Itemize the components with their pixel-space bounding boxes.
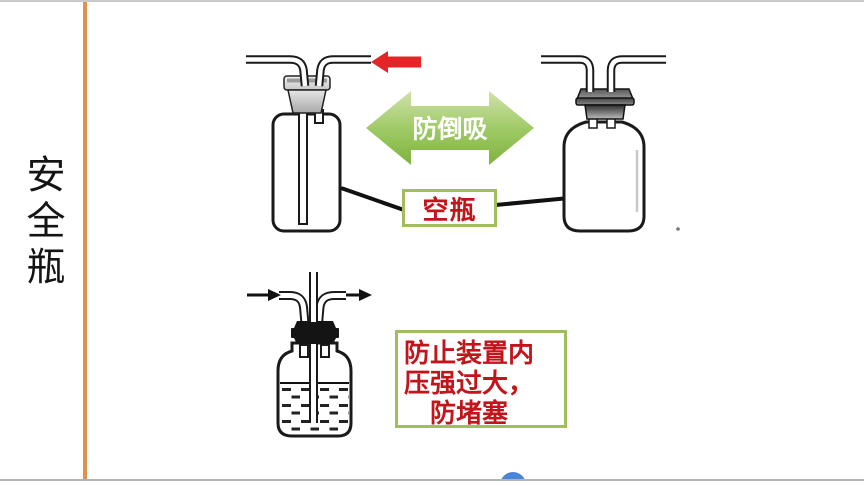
callout-connector-right [493, 196, 566, 207]
double-arrow-label: 防倒吸 [412, 115, 487, 144]
red-flow-arrow [371, 51, 421, 73]
note-line-1: 防止装置内 [404, 339, 535, 369]
note-line-2: 压强过大， [404, 369, 535, 399]
empty-bottle-callout: 空瓶 [402, 189, 497, 227]
double-arrow: 防倒吸 [366, 91, 534, 165]
callout-connector-left [340, 186, 406, 212]
bottle-body [562, 120, 646, 233]
stopper-plug [584, 104, 626, 120]
gas-tube-right-bore [316, 57, 371, 87]
stopper-body [287, 89, 327, 114]
inner-long-tube [298, 107, 308, 225]
flow-out-arrow [346, 289, 372, 301]
stopper-bar [291, 328, 339, 338]
gas-tube-left-outline [541, 55, 595, 92]
gas-tube-left-bore [541, 57, 593, 92]
double-arrow-shape [366, 91, 534, 165]
tube-stub-right [320, 344, 330, 358]
stopper-taper [294, 338, 336, 344]
note-box: 防止装置内 压强过大， 防堵塞 [395, 330, 567, 429]
blue-dot-wrap [500, 472, 527, 480]
blue-dot[interactable] [500, 472, 526, 480]
gas-tube-left-bore [246, 57, 308, 87]
gas-tube-right-bore [608, 57, 666, 92]
accent-divider-line [83, 0, 87, 480]
safety-bottle-empty [246, 51, 421, 233]
stray-dot [676, 227, 680, 231]
tube-stub-left [299, 344, 309, 358]
top-border-line [0, 0, 864, 2]
gas-tube-out-bore [316, 293, 346, 325]
flow-in-arrow [247, 289, 281, 301]
stopper-top [294, 321, 336, 328]
safety-bottle-with-liquid [247, 272, 372, 438]
gas-tube-in-bore [279, 293, 308, 325]
gas-tube-right-outline [606, 55, 666, 92]
slide-title: 安全瓶 [20, 154, 65, 292]
stopper-rim [575, 97, 635, 106]
empty-bottle-label: 空瓶 [422, 195, 477, 226]
bottom-border-line [0, 479, 864, 481]
wide-mouth-bottle [541, 55, 680, 233]
note-line-3: 防堵塞 [430, 399, 509, 429]
